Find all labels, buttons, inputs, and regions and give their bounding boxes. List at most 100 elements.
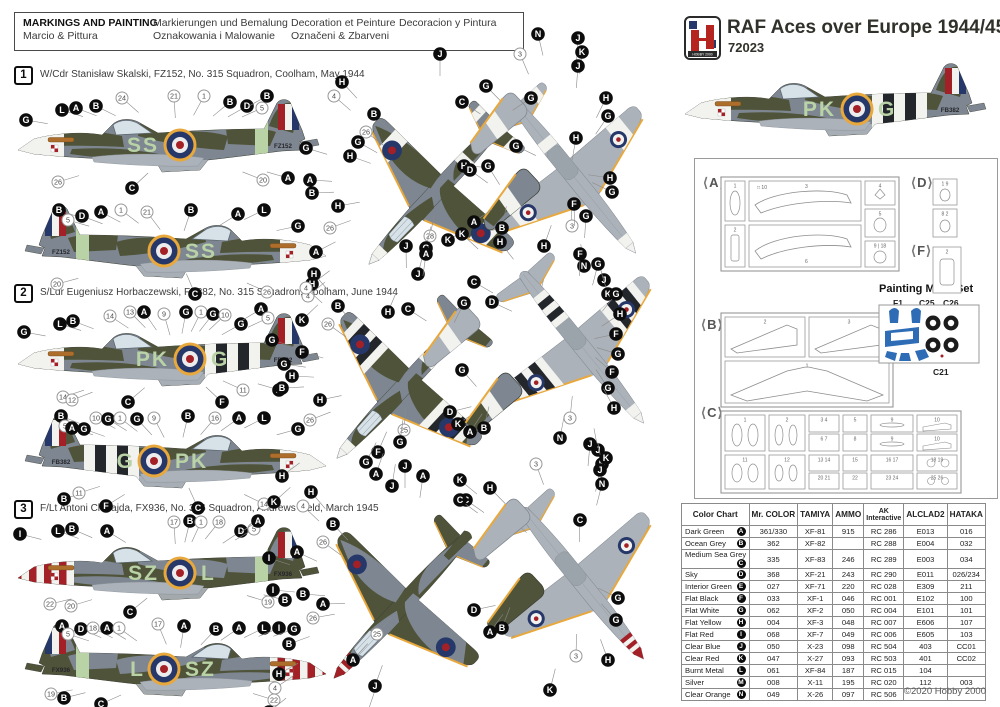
plan-view-5: JAH4B26IAIBA2625BAH4KJ2 bbox=[262, 459, 490, 707]
color-letter-callout bbox=[485, 295, 499, 309]
svg-text:25: 25 bbox=[373, 629, 381, 638]
svg-text:I: I bbox=[268, 553, 271, 563]
svg-text:A: A bbox=[313, 247, 320, 257]
part-number-callout bbox=[157, 307, 171, 321]
part-number-callout bbox=[167, 515, 181, 529]
color-letter-callout bbox=[453, 473, 467, 487]
svg-text:5: 5 bbox=[879, 212, 882, 218]
svg-text:A: A bbox=[307, 175, 314, 185]
svg-text:B: B bbox=[286, 639, 293, 649]
color-letter-callout bbox=[599, 451, 613, 465]
color-letter-callout bbox=[257, 411, 271, 425]
svg-text:B: B bbox=[330, 519, 337, 529]
color-letter-callout bbox=[57, 691, 71, 705]
svg-text:I: I bbox=[272, 585, 275, 595]
svg-text:3: 3 bbox=[534, 459, 538, 468]
color-letter-callout bbox=[573, 247, 587, 261]
part-number-callout bbox=[316, 535, 330, 549]
color-letter-callout bbox=[281, 171, 295, 185]
color-letter-callout bbox=[55, 103, 69, 117]
svg-text:B: B bbox=[187, 516, 194, 526]
tail-detail-1: G bbox=[469, 91, 538, 155]
svg-text:G: G bbox=[484, 161, 491, 171]
svg-text:3: 3 bbox=[568, 413, 572, 422]
color-letter-callout bbox=[346, 653, 360, 667]
part-number-callout bbox=[565, 219, 579, 233]
mask-label-c26: C26 bbox=[943, 298, 959, 308]
color-letter-callout bbox=[51, 524, 65, 538]
color-letter-badge: D bbox=[736, 570, 746, 579]
color-letter-callout bbox=[254, 302, 268, 316]
color-letter-callout bbox=[567, 197, 581, 211]
svg-text:B: B bbox=[300, 589, 307, 599]
color-letter-callout bbox=[601, 109, 615, 123]
part-number-callout bbox=[256, 173, 270, 187]
color-letter-callout bbox=[611, 591, 625, 605]
color-letter-callout bbox=[326, 517, 340, 531]
header-box: MARKINGS AND PAINTING Marcio & Pittura M… bbox=[14, 12, 524, 51]
svg-text:B: B bbox=[69, 524, 76, 534]
profile-3-caption: 3 F/Lt Antoni Cholajda, FX936, No. 316 S… bbox=[14, 500, 514, 519]
svg-text:H: H bbox=[607, 173, 614, 183]
svg-text:H: H bbox=[605, 655, 612, 665]
color-letter-callout bbox=[467, 603, 481, 617]
color-letter-callout bbox=[495, 621, 509, 635]
header-col-fr: Decoration et Peinture Označeni & Zbarve… bbox=[291, 17, 396, 42]
svg-text:13 14: 13 14 bbox=[818, 458, 831, 464]
svg-text:D: D bbox=[447, 407, 454, 417]
part-number-callout bbox=[370, 627, 384, 641]
svg-text:20: 20 bbox=[53, 279, 61, 288]
svg-text:28: 28 bbox=[426, 231, 434, 240]
svg-text:9: 9 bbox=[891, 437, 894, 443]
svg-text:B: B bbox=[264, 91, 271, 101]
color-letter-callout bbox=[509, 139, 523, 153]
chart-title: Color Chart bbox=[681, 503, 750, 526]
svg-text:K: K bbox=[299, 315, 306, 325]
color-letter-callout bbox=[309, 245, 323, 259]
color-letter-callout bbox=[100, 621, 114, 635]
color-letter-callout bbox=[359, 455, 373, 469]
svg-text:1: 1 bbox=[199, 517, 203, 526]
color-letter-callout bbox=[305, 186, 319, 200]
code-letters-fwd: SS bbox=[185, 240, 217, 263]
svg-text:L: L bbox=[55, 526, 61, 536]
color-letter-badge: I bbox=[736, 630, 746, 639]
color-letter-callout bbox=[295, 313, 309, 327]
svg-text:A: A bbox=[73, 103, 80, 113]
color-letter-callout bbox=[94, 205, 108, 219]
svg-text:B: B bbox=[335, 301, 342, 311]
svg-text:6: 6 bbox=[805, 259, 808, 265]
svg-text:H: H bbox=[461, 161, 468, 171]
svg-text:B: B bbox=[371, 109, 378, 119]
color-letter-callout bbox=[65, 421, 79, 435]
svg-text:A: A bbox=[235, 209, 242, 219]
color-letter-callout bbox=[191, 501, 205, 515]
color-letter-callout bbox=[304, 485, 318, 499]
color-letter-callout bbox=[597, 273, 611, 287]
aircraft-plan-view bbox=[488, 82, 644, 255]
part-number-callout bbox=[323, 221, 337, 235]
svg-text:B: B bbox=[61, 494, 68, 504]
color-letter-callout bbox=[177, 619, 191, 633]
mask-label-f1: F1 bbox=[893, 298, 903, 308]
part-number-callout bbox=[321, 317, 335, 331]
color-letter-callout bbox=[240, 99, 254, 113]
color-letter-badge: K bbox=[736, 654, 746, 663]
color-letter-callout bbox=[179, 305, 193, 319]
color-letter-callout bbox=[183, 514, 197, 528]
color-letter-callout bbox=[260, 89, 274, 103]
svg-text:G: G bbox=[614, 349, 621, 359]
svg-text:22: 22 bbox=[46, 599, 54, 608]
svg-text:12: 12 bbox=[68, 395, 76, 404]
tail-detail-3: CG bbox=[401, 296, 481, 368]
svg-text:B: B bbox=[70, 316, 77, 326]
color-letter-callout bbox=[316, 597, 330, 611]
color-letter-callout bbox=[571, 59, 585, 73]
svg-text:20: 20 bbox=[67, 601, 75, 610]
svg-text:G: G bbox=[280, 359, 287, 369]
